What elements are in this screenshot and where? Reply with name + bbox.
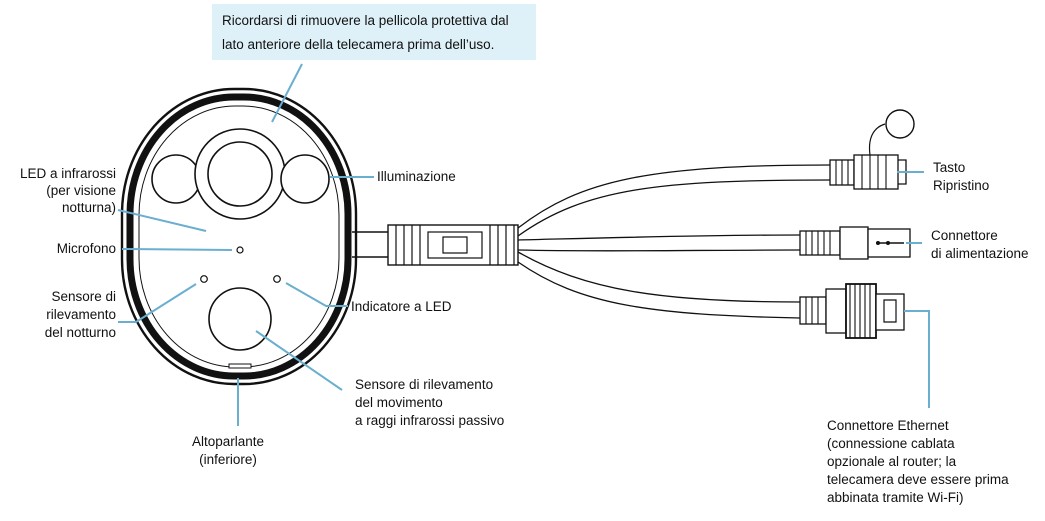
infrared-led-left: [151, 154, 201, 204]
pir-sensor: [208, 287, 272, 351]
camera-lens-inner: [207, 141, 273, 207]
label-indicatore-led: Indicatore a LED: [351, 299, 452, 314]
illumination-light: [280, 154, 330, 204]
svg-text:Altoparlante: Altoparlante: [192, 434, 264, 449]
svg-text:abbinata tramite Wi-Fi): abbinata tramite Wi-Fi): [827, 490, 964, 505]
leader-note: [271, 63, 303, 123]
reset-cap: [885, 109, 915, 139]
svg-text:Ripristino: Ripristino: [933, 178, 989, 193]
svg-text:a raggi infrarossi passivo: a raggi infrarossi passivo: [355, 413, 504, 428]
label-sensore-movimento: Sensore di rilevamento del movimento a r…: [355, 377, 504, 428]
svg-text:Sensore di: Sensore di: [51, 289, 116, 304]
led-indicator-dot: [273, 275, 281, 283]
cable-assembly: [352, 109, 915, 339]
svg-text:Microfono: Microfono: [57, 241, 116, 256]
svg-text:(connessione cablata: (connessione cablata: [827, 436, 955, 451]
leader-sensore-movimento: [255, 330, 343, 391]
leader-lines: [117, 63, 930, 426]
label-led-infrarossi: LED a infrarossi (per visione notturna): [20, 166, 116, 215]
note-box: [212, 4, 536, 60]
svg-text:rilevamento: rilevamento: [46, 307, 116, 322]
cable-to-reset-a: [517, 164, 831, 229]
svg-text:(inferiore): (inferiore): [199, 452, 257, 467]
svg-text:del movimento: del movimento: [355, 395, 443, 410]
label-connettore-alimentazione: Connettore di alimentazione: [931, 228, 1029, 261]
cable-splitter-hub: [387, 224, 519, 266]
cable-to-reset-b: [517, 179, 831, 237]
cable-to-power-a: [517, 234, 801, 241]
leader-microfono: [121, 248, 233, 251]
svg-text:opzionale al router; la: opzionale al router; la: [827, 454, 957, 469]
night-sensor-dot: [200, 275, 208, 283]
svg-text:LED a infrarossi: LED a infrarossi: [20, 166, 116, 181]
leader-connettore-ethernet: [904, 310, 930, 408]
cable-to-ethernet-a: [517, 251, 801, 303]
power-connector: [799, 226, 911, 260]
label-sensore-notturno: Sensore di rilevamento del notturno: [45, 289, 116, 340]
label-illuminazione: Illuminazione: [377, 169, 456, 184]
main-cable: [352, 231, 388, 258]
cable-to-power-b: [517, 249, 801, 252]
microphone-hole: [236, 246, 244, 254]
svg-text:Illuminazione: Illuminazione: [377, 169, 456, 184]
cable-to-ethernet-b: [517, 261, 801, 319]
svg-text:Connettore: Connettore: [931, 228, 998, 243]
svg-text:telecamera deve essere prima: telecamera deve essere prima: [827, 472, 1009, 487]
label-microfono: Microfono: [57, 241, 116, 256]
label-connettore-ethernet: Connettore Ethernet (connessione cablata…: [827, 418, 1009, 505]
note-line-1: Ricordarsi di rimuovere la pellicola pro…: [222, 13, 509, 28]
protective-film-note: Ricordarsi di rimuovere la pellicola pro…: [212, 4, 536, 60]
camera-body: [120, 87, 358, 386]
label-altoparlante: Altoparlante (inferiore): [192, 434, 264, 467]
svg-text:notturna): notturna): [62, 200, 116, 215]
note-line-2: lato anteriore della telecamera prima de…: [222, 37, 494, 52]
svg-text:di alimentazione: di alimentazione: [931, 246, 1029, 261]
speaker-grille: [228, 363, 252, 369]
svg-text:del notturno: del notturno: [45, 325, 116, 340]
label-tasto-ripristino: Tasto Ripristino: [933, 160, 989, 193]
svg-text:(per visione: (per visione: [46, 183, 116, 198]
svg-text:Tasto: Tasto: [933, 160, 965, 175]
leader-sensore-notturno: [118, 283, 197, 323]
reset-button-connector: [829, 109, 915, 190]
leader-led-ir: [117, 209, 207, 232]
leader-indicatore-led: [285, 282, 348, 307]
svg-text:Indicatore a LED: Indicatore a LED: [351, 299, 452, 314]
svg-text:Connettore Ethernet: Connettore Ethernet: [827, 418, 949, 433]
ethernet-connector: [799, 283, 905, 339]
svg-text:Sensore di rilevamento: Sensore di rilevamento: [355, 377, 493, 392]
